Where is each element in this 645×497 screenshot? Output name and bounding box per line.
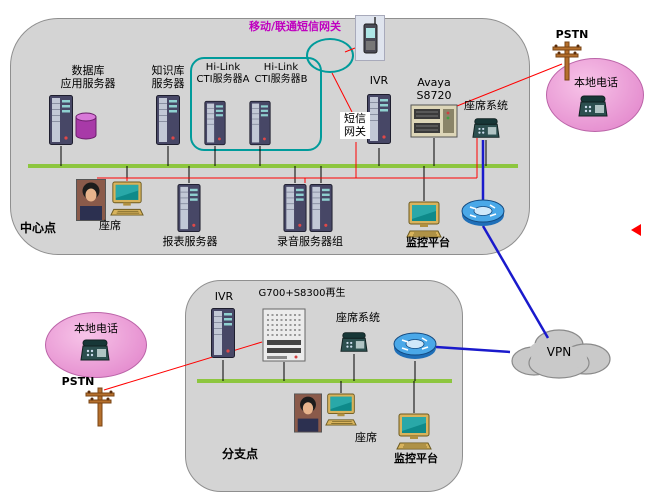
db-server-label: 数据库 应用服务器 xyxy=(60,64,116,91)
agent-label-center: 座席 xyxy=(99,219,121,232)
local-phone-label-top: 本地电话 xyxy=(574,76,618,89)
ivr-label-center: IVR xyxy=(369,74,389,87)
agent-system-label-center: 座席系统 xyxy=(464,99,508,112)
pstn-label-top: PSTN xyxy=(555,28,589,41)
router-icon-center xyxy=(460,198,506,228)
media-gateway-label: G700+S8300再生 xyxy=(258,288,346,299)
recording-server-icon-2 xyxy=(308,183,334,233)
local-phone-bubble-top xyxy=(546,58,644,132)
monitor-computer-icon-branch xyxy=(396,413,432,451)
router-icon-branch xyxy=(392,331,438,361)
agent-system-phone-icon-branch xyxy=(340,330,368,354)
cti-group-box xyxy=(190,57,322,151)
agent-system-phone-icon-center xyxy=(472,116,500,140)
mobile-phone-photo xyxy=(355,15,385,61)
avaya-gateway-icon xyxy=(410,104,458,138)
local-phone-label-bottom: 本地电话 xyxy=(74,322,118,335)
ivr-server-icon-branch xyxy=(210,306,236,360)
db-server-icon xyxy=(48,94,74,146)
report-server-label: 报表服务器 xyxy=(162,235,218,248)
recording-server-icon-1 xyxy=(282,183,308,233)
sms-gateway-label: 短信 网关 xyxy=(340,112,370,139)
cti-server-b-icon xyxy=(248,100,272,146)
agent-photo-branch xyxy=(294,393,322,433)
monitor-computer-icon-center xyxy=(406,201,442,239)
recording-group-label: 录音服务器组 xyxy=(277,235,343,248)
pstn-label-bottom: PSTN xyxy=(61,375,95,388)
center-zone-label: 中心点 xyxy=(20,221,57,235)
sms-gateway-ellipse xyxy=(306,38,354,73)
database-icon xyxy=(75,112,97,140)
agent-computer-icon-branch xyxy=(325,393,357,427)
agent-system-label-branch: 座席系统 xyxy=(336,311,380,324)
agent-computer-icon-center xyxy=(110,181,144,217)
left-arrow-icon xyxy=(631,224,641,236)
agent-label-branch: 座席 xyxy=(355,431,377,444)
kb-server-label: 知识库 服务器 xyxy=(151,64,185,91)
monitor-label-branch: 监控平台 xyxy=(394,452,438,465)
agent-photo-center xyxy=(76,179,106,221)
avaya-label: Avaya S8720 xyxy=(416,76,452,103)
local-phone-icon-bottom xyxy=(80,338,110,362)
kb-server-icon xyxy=(155,94,181,146)
cti-server-a-label: Hi-Link CTI服务器A xyxy=(196,62,250,86)
cti-server-a-icon xyxy=(203,100,227,146)
monitor-label-center: 监控平台 xyxy=(406,236,450,249)
vpn-label: VPN xyxy=(546,345,572,359)
telephone-pole-icon-bottom xyxy=(82,386,118,428)
local-phone-icon-top xyxy=(578,94,608,118)
ivr-label-branch: IVR xyxy=(214,290,234,303)
cti-server-b-label: Hi-Link CTI服务器B xyxy=(254,62,308,86)
report-server-icon xyxy=(176,183,202,233)
branch-zone-label: 分支点 xyxy=(222,447,259,461)
sms-gateway-title: 移动/联通短信网关 xyxy=(248,20,342,33)
media-gateway-icon xyxy=(262,308,306,362)
